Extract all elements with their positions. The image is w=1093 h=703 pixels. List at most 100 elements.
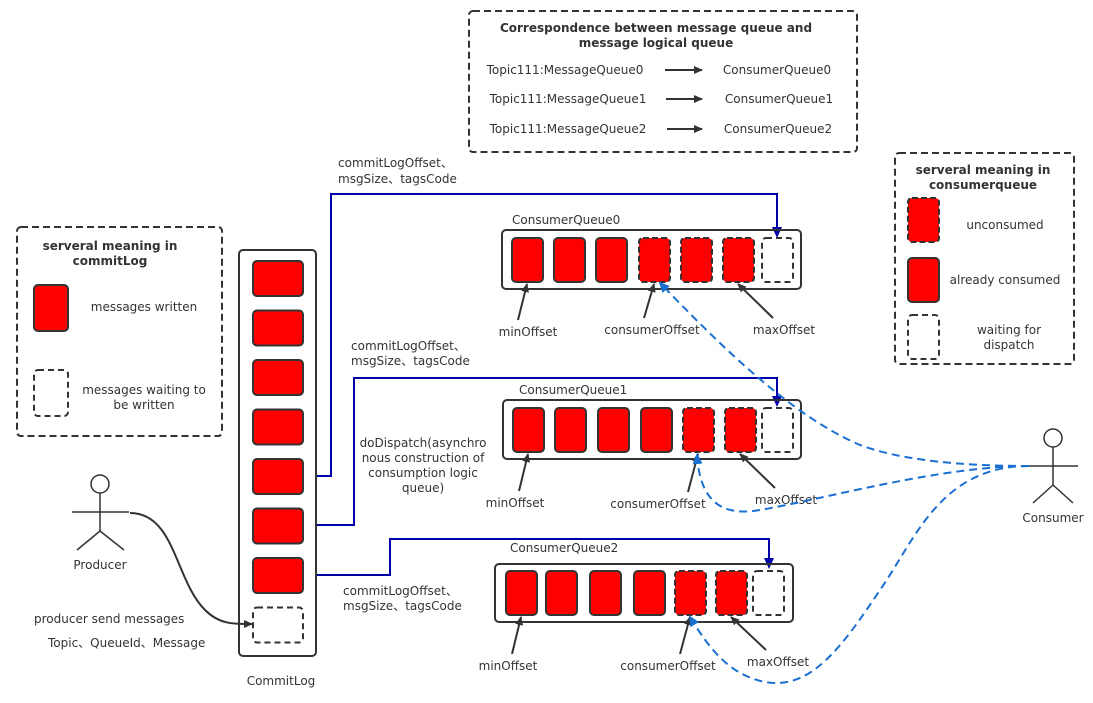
commitlog-container	[238, 249, 317, 657]
queue-cell-unconsumed	[638, 237, 671, 283]
queue-cell-consumed	[545, 570, 578, 616]
producer-send-label: producer send messages	[34, 612, 184, 626]
consumer-label: Consumer	[1022, 511, 1083, 525]
dispatch-label-0-line2: msgSize、tagsCode	[338, 172, 457, 186]
legend-written-swatch	[33, 284, 69, 332]
legend-waiting-dispatch-swatch	[907, 314, 940, 360]
queue-cell-waiting	[761, 407, 794, 453]
max-offset-label: maxOffset	[747, 655, 809, 669]
commitlog-cell-written	[252, 408, 304, 446]
queue-cell-unconsumed	[715, 570, 748, 616]
min-offset-label: minOffset	[486, 496, 545, 510]
dispatch-line-queue2	[303, 538, 774, 576]
legend-unconsumed-label: unconsumed	[966, 218, 1043, 232]
consumer-actor: Consumer	[1022, 428, 1084, 525]
legend-cq-title-line2: consumerqueue	[929, 178, 1037, 192]
commitlog-cell-written	[252, 458, 304, 495]
dispatch-label-2-line1: commitLogOffset、	[343, 584, 458, 598]
legend-cq-title-line1: serveral meaning in	[916, 163, 1051, 177]
min-offset-label: minOffset	[499, 325, 558, 339]
queue-cell-consumed	[554, 407, 587, 453]
commitlog-cell-written	[252, 359, 304, 396]
min-offset-arrow	[518, 453, 530, 492]
queue-cell-consumed	[589, 570, 622, 616]
max-offset-label: maxOffset	[755, 493, 817, 507]
min-offset-arrow	[511, 616, 523, 655]
correspondence-from-1: Topic111:MessageQueue1	[489, 92, 647, 106]
legend-waiting-dispatch-label-line1: waiting for	[977, 323, 1041, 337]
dispatch-label-1-line2: msgSize、tagsCode	[351, 354, 470, 368]
legend-consumed-swatch	[907, 257, 940, 303]
do-dispatch-line4: queue)	[402, 481, 444, 495]
consumer-offset-arrow	[643, 283, 656, 319]
queue-cell-consumed	[553, 237, 586, 283]
queue-cell-consumed	[512, 407, 545, 453]
correspondence-to-0: ConsumerQueue0	[723, 63, 831, 77]
min-offset-arrow	[517, 283, 529, 321]
consumer-queue-title: ConsumerQueue2	[510, 541, 618, 555]
consumer-offset-label: consumerOffset	[620, 659, 716, 673]
consumer-queues: ConsumerQueue0 minOffset consumerOffset max…	[479, 213, 818, 673]
commitlog-cell-waiting	[252, 606, 304, 644]
max-offset-label: maxOffset	[753, 323, 815, 337]
consumer-queue-container	[494, 563, 794, 623]
correspondence-to-1: ConsumerQueue1	[725, 92, 833, 106]
consumer-offset-label: consumerOffset	[604, 323, 700, 337]
consumer-queue-0: ConsumerQueue0 minOffset consumerOffset max…	[499, 213, 816, 339]
legend-consumed-label: already consumed	[950, 273, 1061, 287]
commitlog-cell-written	[252, 557, 304, 594]
dispatch-label-2-line2: msgSize、tagsCode	[343, 599, 462, 613]
consumer-queue-title: ConsumerQueue0	[512, 213, 620, 227]
legend-waiting-dispatch-label-line2: dispatch	[983, 338, 1034, 352]
correspondence-title-line1: Correspondence between message queue and	[500, 21, 812, 35]
stick-figure-icon	[1029, 428, 1078, 504]
consume-line-queue0	[658, 281, 1030, 467]
do-dispatch-line3: consumption logic	[368, 466, 478, 480]
consumer-queue-title: ConsumerQueue1	[519, 383, 627, 397]
commitlog-cell-written	[252, 309, 304, 347]
commitlog-cell-written	[252, 507, 304, 545]
correspondence-title-line2: message logical queue	[579, 36, 733, 50]
producer-send-arrow	[129, 512, 253, 629]
queue-cell-consumed	[597, 407, 630, 453]
max-offset-arrow	[737, 283, 774, 319]
producer-send-params: Topic、QueueId、Message	[47, 636, 205, 650]
dispatch-label-1-line1: commitLogOffset、	[351, 339, 466, 353]
queue-cell-unconsumed	[680, 237, 713, 283]
consumer-queue-container	[502, 399, 802, 460]
dispatch-label-0-line1: commitLogOffset、	[338, 156, 453, 170]
consume-lines	[658, 281, 1030, 685]
consumer-offset-label: consumerOffset	[610, 497, 706, 511]
correspondence-to-2: ConsumerQueue2	[724, 122, 832, 136]
queue-cell-waiting	[761, 237, 794, 283]
consumer-queue-1: ConsumerQueue1 minOffset consumerOffset max…	[486, 383, 818, 511]
queue-cell-unconsumed	[724, 407, 757, 453]
commitlog: CommitLog	[238, 249, 317, 688]
min-offset-label: minOffset	[479, 659, 538, 673]
queue-cell-consumed	[640, 407, 673, 453]
queue-cell-unconsumed	[722, 237, 755, 283]
stick-figure-icon	[72, 474, 129, 551]
queue-cell-unconsumed	[682, 407, 715, 453]
correspondence-from-2: Topic111:MessageQueue2	[489, 122, 647, 136]
legend-waiting-write-label-line2: be written	[113, 398, 174, 412]
queue-cell-consumed	[633, 570, 666, 616]
legend-commitlog-title-line1: serveral meaning in	[43, 239, 178, 253]
legend-commitlog-title-line2: commitLog	[73, 254, 148, 268]
consume-line-queue2	[688, 465, 1030, 685]
commitlog-label: CommitLog	[247, 674, 316, 688]
legend-consumerqueue: serveral meaning in consumerqueue uncons…	[894, 152, 1075, 365]
legend-written-label: messages written	[91, 300, 197, 314]
queue-cell-unconsumed	[674, 570, 707, 616]
dispatch-line-queue0	[303, 193, 782, 477]
queue-cell-consumed	[511, 237, 544, 283]
legend-waiting-write-label-line1: messages waiting to	[82, 383, 206, 397]
do-dispatch-line1: doDispatch(asynchro	[360, 436, 487, 450]
max-offset-arrow	[739, 453, 776, 489]
producer-actor: Producer producer send messages Topic、Qu…	[34, 474, 253, 650]
consume-line-queue1	[692, 453, 1030, 513]
consumer-queue-2: ConsumerQueue2 minOffset consumerOffset max…	[479, 541, 810, 673]
consumer-offset-arrow	[679, 616, 692, 655]
producer-label: Producer	[73, 558, 126, 572]
